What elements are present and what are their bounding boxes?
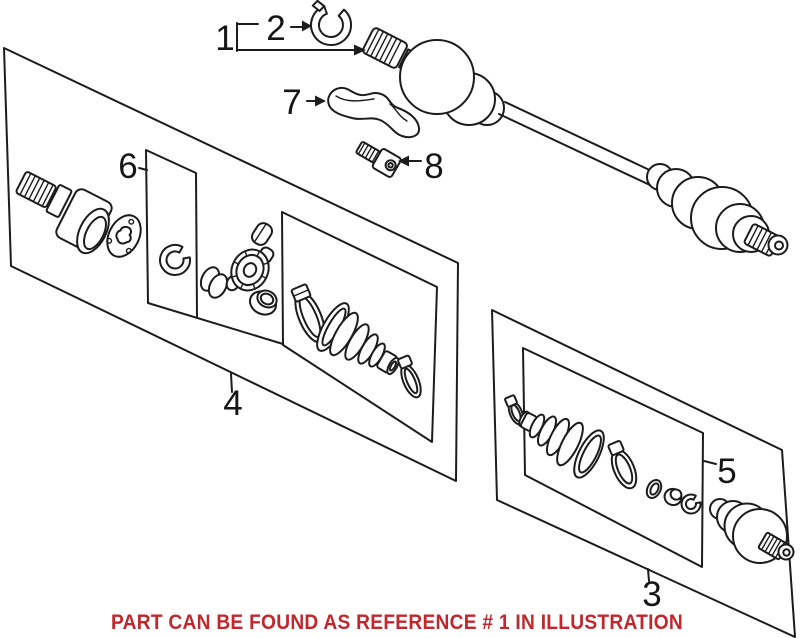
- callout-number-6: 6: [118, 147, 137, 186]
- inner-joint-stub-shaft: [15, 171, 73, 218]
- tripod-bearing: [225, 248, 270, 292]
- boot-end-cap: [663, 487, 683, 507]
- outer-cv-boot: [518, 410, 605, 479]
- callout-number-5: 5: [717, 452, 736, 491]
- grease-cap: [248, 289, 278, 316]
- inner-retaining-ring: [159, 244, 192, 276]
- outer-cv-joint: [709, 498, 795, 564]
- inner-joint-housing: [55, 188, 113, 255]
- callout-number-2: 2: [266, 9, 285, 48]
- inner-boot-small-clamp: [397, 354, 422, 399]
- outer-retaining-clip: [680, 493, 702, 515]
- callout-4-leader: [230, 373, 233, 393]
- reference-caption: PART CAN BE FOUND AS REFERENCE # 1 IN IL…: [111, 611, 683, 634]
- callout-5-leader: [703, 460, 717, 465]
- boot-ring-washer: [645, 479, 663, 499]
- callout-8-leader: [398, 155, 422, 167]
- inner-boot-kit-inner-box: [281, 211, 438, 443]
- inner-cv-boot: [316, 302, 400, 376]
- mounting-bracket: [327, 86, 421, 139]
- callout-number-3: 3: [642, 575, 661, 614]
- callout-1-leader: [236, 22, 366, 56]
- callout-3-leader: [647, 568, 650, 582]
- mounting-bolt: [355, 141, 402, 178]
- retaining-ring: [310, 0, 353, 46]
- callout-number-8: 8: [424, 147, 443, 186]
- callout-6-leader: [138, 167, 148, 171]
- callout-number-7: 7: [282, 83, 301, 122]
- outer-boot-large-clamp: [607, 440, 638, 490]
- callout-number-1: 1: [215, 19, 234, 58]
- callout-2-leader: [290, 20, 312, 32]
- axle-shaft-assembly: [362, 27, 789, 257]
- callout-7-leader: [306, 95, 326, 107]
- inner-boot-kit-outer-box: [3, 47, 459, 482]
- outer-boot-kit-outer-box: [491, 309, 796, 638]
- outer-boot-kit-inner-box: [522, 347, 704, 568]
- tripod-flange-plate: [106, 214, 142, 258]
- inner-retaining-ring-box: [145, 149, 284, 345]
- pilot-cap: [199, 266, 229, 299]
- callout-number-4: 4: [223, 384, 242, 423]
